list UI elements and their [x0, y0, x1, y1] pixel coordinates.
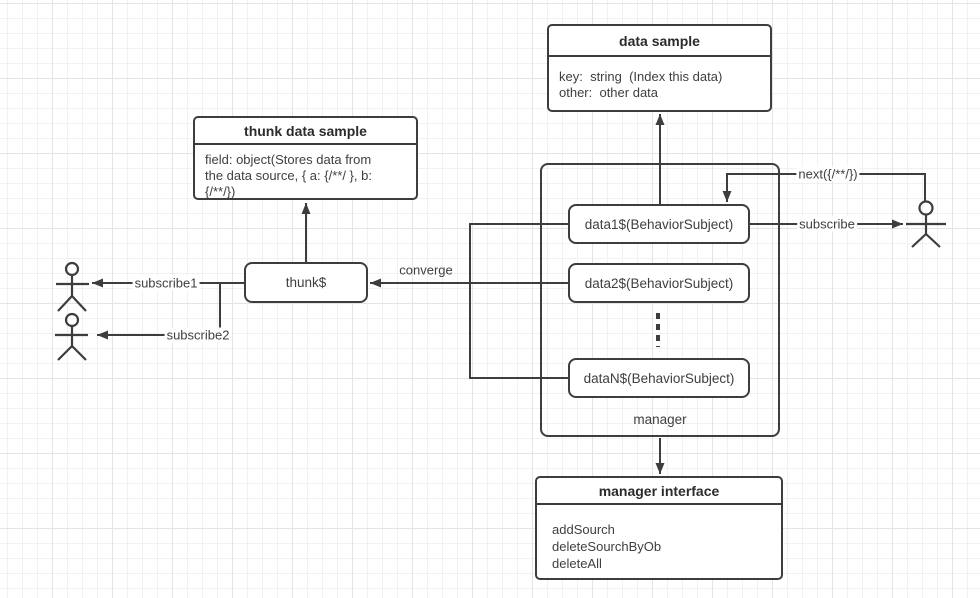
data-sample-title: data sample	[549, 26, 770, 57]
thunk-data-sample-title: thunk data sample	[195, 118, 416, 145]
dataN-subject-label: dataN$(BehaviorSubject)	[583, 370, 735, 386]
actor-icon-subscriber2[interactable]	[55, 312, 88, 361]
thunk-data-sample-line: field: object(Stores data from	[205, 152, 372, 167]
data1-subject-node[interactable]: data1$(BehaviorSubject)	[568, 204, 750, 244]
interface-method-addSourch: addSourch	[552, 522, 615, 537]
manager-interface-title: manager interface	[537, 478, 781, 505]
interface-method-deleteAll: deleteAll	[552, 556, 602, 571]
data1-subject-label: data1$(BehaviorSubject)	[584, 216, 734, 232]
converge-edge-label: converge	[399, 262, 453, 278]
actor-icon-subscriber1[interactable]	[56, 261, 89, 312]
actor-icon-subscriber-right[interactable]	[906, 200, 946, 248]
thunk-node[interactable]: thunk$	[244, 262, 368, 303]
manager-label: manager	[633, 412, 687, 427]
data-sample-node[interactable]: data sample key: string (Index this data…	[547, 24, 772, 112]
thunk-data-sample-node[interactable]: thunk data sample field: object(Stores d…	[193, 116, 418, 200]
thunk-data-sample-line: {/**/})	[205, 184, 236, 199]
subscribe2-edge-label: subscribe2	[164, 327, 232, 343]
thunk-data-sample-line: the data source, { a: {/**/ }, b:	[205, 168, 372, 183]
subscribe-edge-label: subscribe	[797, 216, 857, 232]
data-sample-field-key: key: string (Index this data)	[559, 69, 723, 84]
next-edge-label: next({/**/})	[796, 166, 860, 182]
manager-interface-node[interactable]: manager interface addSourch deleteSourch…	[535, 476, 783, 580]
dataN-subject-node[interactable]: dataN$(BehaviorSubject)	[568, 358, 750, 398]
data-sample-field-other: other: other data	[559, 85, 659, 100]
subscribe1-edge-label: subscribe1	[132, 275, 200, 291]
interface-method-deleteSourchByOb: deleteSourchByOb	[552, 539, 662, 554]
data2-subject-node[interactable]: data2$(BehaviorSubject)	[568, 263, 750, 303]
data2-subject-label: data2$(BehaviorSubject)	[584, 275, 734, 291]
thunk-label: thunk$	[285, 275, 327, 290]
